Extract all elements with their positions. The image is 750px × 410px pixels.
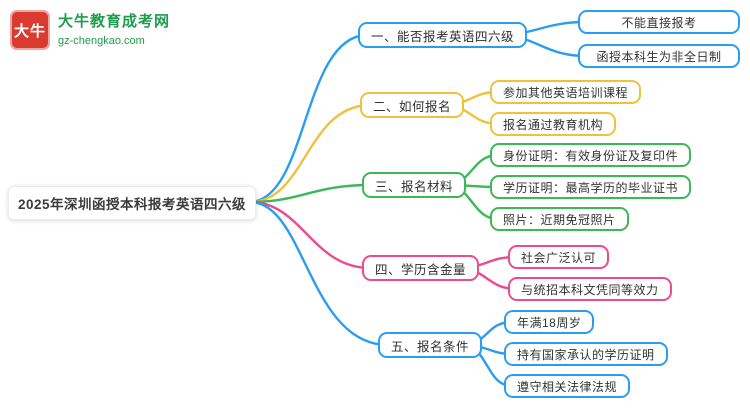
leaf-node: 社会广泛认可 bbox=[508, 245, 610, 269]
logo-badge-icon: 大牛 bbox=[10, 10, 50, 50]
branch-node-2: 二、如何报名 bbox=[360, 92, 465, 118]
leaf-node: 与统招本科文凭同等效力 bbox=[508, 277, 672, 301]
branch-node-1: 一、能否报考英语四六级 bbox=[358, 22, 528, 48]
leaf-node: 年满18周岁 bbox=[504, 310, 595, 334]
leaf-node: 函授本科生为非全日制 bbox=[578, 44, 740, 68]
site-name: 大牛教育成考网 bbox=[58, 13, 171, 30]
logo-text-block: 大牛教育成考网 gz-chengkao.com bbox=[58, 10, 170, 47]
logo-badge-text: 大牛 bbox=[13, 22, 46, 40]
leaf-node: 身份证明：有效身份证及复印件 bbox=[490, 143, 692, 167]
main-topic-node: 2025年深圳函授本科报考英语四六级 bbox=[8, 186, 256, 220]
leaf-node: 照片：近期免冠照片 bbox=[490, 207, 629, 231]
connector-main-branch1 bbox=[248, 33, 368, 204]
connector-main-branch2 bbox=[248, 103, 370, 204]
branch-node-5: 五、报名条件 bbox=[378, 332, 483, 358]
connector-main-branch3 bbox=[248, 183, 372, 204]
site-url: gz-chengkao.com bbox=[58, 35, 145, 47]
branch-node-3: 三、报名材料 bbox=[362, 172, 467, 198]
branch-node-4: 四、学历含金量 bbox=[362, 255, 480, 281]
leaf-node: 学历证明：最高学历的毕业证书 bbox=[490, 175, 692, 199]
leaf-node: 持有国家承认的学历证明 bbox=[504, 342, 668, 366]
leaf-node: 报名通过教育机构 bbox=[490, 112, 617, 136]
leaf-node: 遵守相关法律法规 bbox=[504, 374, 631, 398]
leaf-node: 不能直接报考 bbox=[578, 10, 740, 34]
connector-main-branch4 bbox=[248, 200, 372, 270]
leaf-node: 参加其他英语培训课程 bbox=[490, 80, 642, 104]
connector-main-branch5 bbox=[248, 200, 388, 347]
site-logo: 大牛 大牛教育成考网 gz-chengkao.com bbox=[10, 10, 170, 50]
